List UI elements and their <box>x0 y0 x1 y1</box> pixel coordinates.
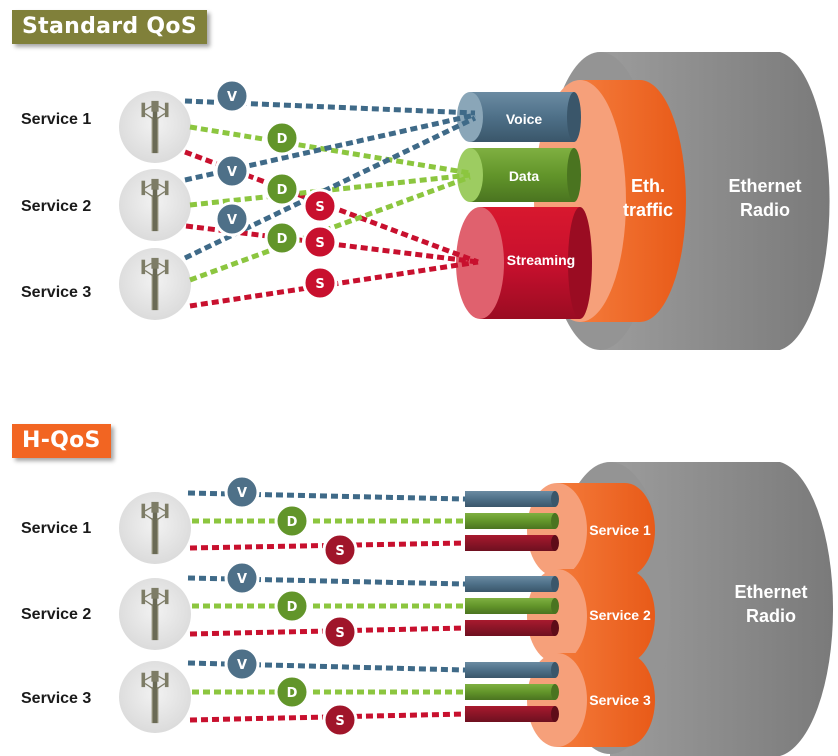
standard-radio-label-2: Radio <box>740 200 790 220</box>
streaming-tube-label: Streaming <box>507 252 575 268</box>
hqos-radio-label-2: Radio <box>746 606 796 626</box>
hqos-marker-voice-0: V <box>224 474 260 510</box>
eth-traffic-label-2: traffic <box>623 200 673 220</box>
hqos-marker-voice-3: V <box>224 560 260 596</box>
hqos-tower-1 <box>119 492 191 564</box>
hqos-tower-2 <box>119 578 191 650</box>
data-tube-label: Data <box>509 168 540 184</box>
standard-radio-label-1: Ethernet <box>728 176 801 196</box>
hqos-marker-streaming-2: S <box>322 532 358 568</box>
hqos-bundle-2 <box>527 569 655 663</box>
hqos-marker-voice-6-letter: V <box>237 658 247 673</box>
standard-marker-voice-2-letter: V <box>227 165 237 180</box>
hqos-service-2-label: Service 2 <box>21 606 92 623</box>
data-tube <box>457 148 581 202</box>
standard-marker-data-3-letter: D <box>277 183 288 198</box>
hqos-bundle-3-label: Service 3 <box>589 692 651 708</box>
standard-marker-data-5-letter: D <box>277 232 288 247</box>
hqos-marker-streaming-5: S <box>322 614 358 650</box>
standard-service-3-label: Service 3 <box>21 284 92 301</box>
hqos-marker-voice-0-letter: V <box>237 486 247 501</box>
hqos-marker-data-1: D <box>274 503 310 539</box>
hqos-marker-streaming-5-letter: S <box>335 626 344 641</box>
standard-marker-streaming-7: S <box>302 224 338 260</box>
hqos-service-3-label: Service 3 <box>21 690 92 707</box>
hqos-bundle-1-label: Service 1 <box>589 522 651 538</box>
hqos-marker-data-7: D <box>274 674 310 710</box>
hqos-marker-data-4-letter: D <box>287 600 298 615</box>
standard-tower-3 <box>119 248 191 320</box>
standard-marker-voice-2: V <box>214 153 250 189</box>
standard-marker-streaming-6-letter: S <box>315 200 324 215</box>
standard-marker-voice-0-letter: V <box>227 90 237 105</box>
standard-marker-streaming-6: S <box>302 188 338 224</box>
hqos-radio-label-1: Ethernet <box>734 582 807 602</box>
standard-tower-2 <box>119 169 191 241</box>
hqos-service-1-label: Service 1 <box>21 520 92 537</box>
hqos-marker-voice-3-letter: V <box>237 572 247 587</box>
standard-marker-data-1: D <box>264 120 300 156</box>
hqos-marker-data-1-letter: D <box>287 515 298 530</box>
hqos-bundle-2-label: Service 2 <box>589 607 651 623</box>
hqos-markers: V D S V D S V D S <box>224 474 358 738</box>
standard-marker-data-3: D <box>264 171 300 207</box>
standard-marker-streaming-7-letter: S <box>315 236 324 251</box>
eth-traffic-label-1: Eth. <box>631 176 665 196</box>
standard-service-2-label: Service 2 <box>21 198 92 215</box>
hqos-links <box>187 490 466 723</box>
hqos-marker-data-4: D <box>274 588 310 624</box>
hqos-marker-data-7-letter: D <box>287 686 298 701</box>
streaming-tube <box>456 207 592 319</box>
hqos-tubes <box>465 491 559 722</box>
standard-marker-data-5: D <box>264 220 300 256</box>
voice-tube-label: Voice <box>506 111 543 127</box>
standard-markers: V D V D V D S S S <box>214 78 338 301</box>
hqos-marker-streaming-8-letter: S <box>335 714 344 729</box>
standard-marker-voice-4-letter: V <box>227 213 237 228</box>
hqos-tower-3 <box>119 661 191 733</box>
standard-marker-streaming-8-letter: S <box>315 277 324 292</box>
hqos-badge: H-QoS <box>12 424 111 458</box>
hqos-marker-streaming-8: S <box>322 702 358 738</box>
standard-service-1-label: Service 1 <box>21 111 92 128</box>
hqos-marker-voice-6: V <box>224 646 260 682</box>
standard-tower-1 <box>119 91 191 163</box>
standard-marker-voice-0: V <box>214 78 250 114</box>
hqos-marker-streaming-2-letter: S <box>335 544 344 559</box>
standard-marker-data-1-letter: D <box>277 132 288 147</box>
standard-marker-streaming-8: S <box>302 265 338 301</box>
standard-marker-voice-4: V <box>214 201 250 237</box>
standard-qos-badge: Standard QoS <box>12 10 207 44</box>
